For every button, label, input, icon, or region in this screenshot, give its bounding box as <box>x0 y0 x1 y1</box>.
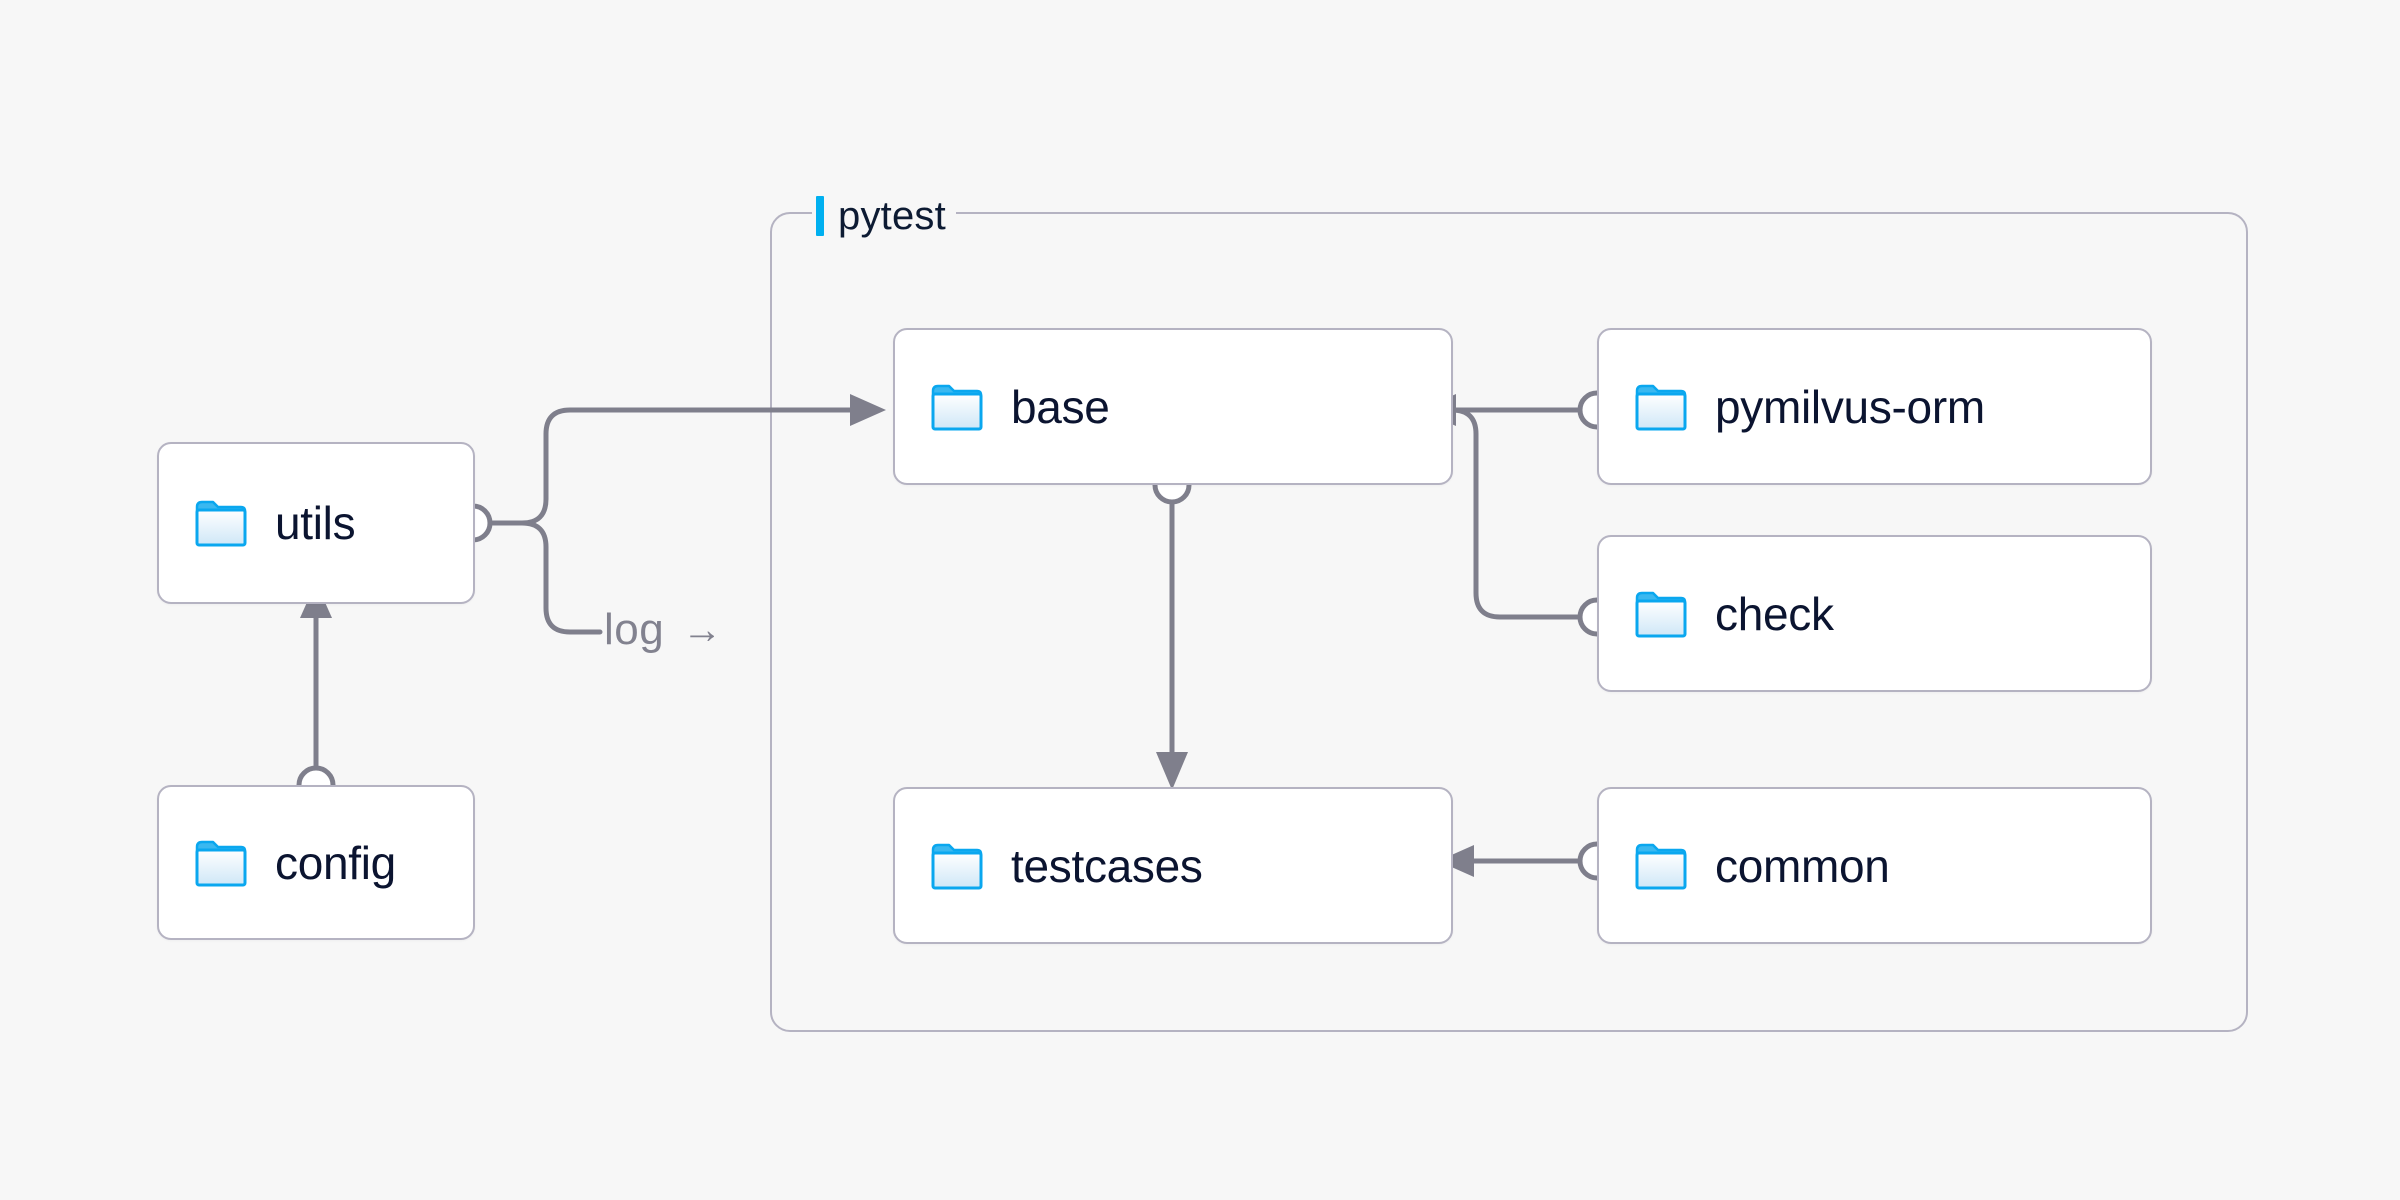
edge-utils-to-pytest-log <box>487 520 603 635</box>
group-accent-bar <box>816 196 824 236</box>
folder-icon <box>195 840 247 886</box>
edge-config-to-utils <box>296 582 336 805</box>
node-testcases[interactable]: testcases <box>893 787 1453 944</box>
folder-icon <box>931 843 983 889</box>
node-label: utils <box>275 497 356 549</box>
node-check[interactable]: check <box>1597 535 2152 692</box>
group-container-pytest <box>770 212 2248 1032</box>
node-pymilvus-orm[interactable]: pymilvus-orm <box>1597 328 2152 485</box>
edge-label-log: log → <box>604 608 723 652</box>
node-label: common <box>1715 839 1890 892</box>
folder-icon <box>195 500 247 547</box>
folder-icon <box>931 384 983 430</box>
folder-icon <box>1635 384 1687 430</box>
edge-label-log-text: log <box>604 605 665 654</box>
node-label: check <box>1715 587 1834 640</box>
folder-icon <box>1635 843 1687 889</box>
node-base[interactable]: base <box>893 328 1453 485</box>
arrow-right-icon: → <box>682 608 723 652</box>
node-config[interactable]: config <box>157 785 475 940</box>
group-title: pytest <box>838 194 946 238</box>
node-label: base <box>1011 380 1110 433</box>
folder-icon <box>1635 591 1687 637</box>
node-common[interactable]: common <box>1597 787 2152 944</box>
node-label: testcases <box>1011 839 1203 892</box>
group-label-pytest: pytest <box>812 193 956 239</box>
node-label: config <box>275 836 396 889</box>
node-utils[interactable]: utils <box>157 442 475 604</box>
node-label: pymilvus-orm <box>1715 380 1985 433</box>
